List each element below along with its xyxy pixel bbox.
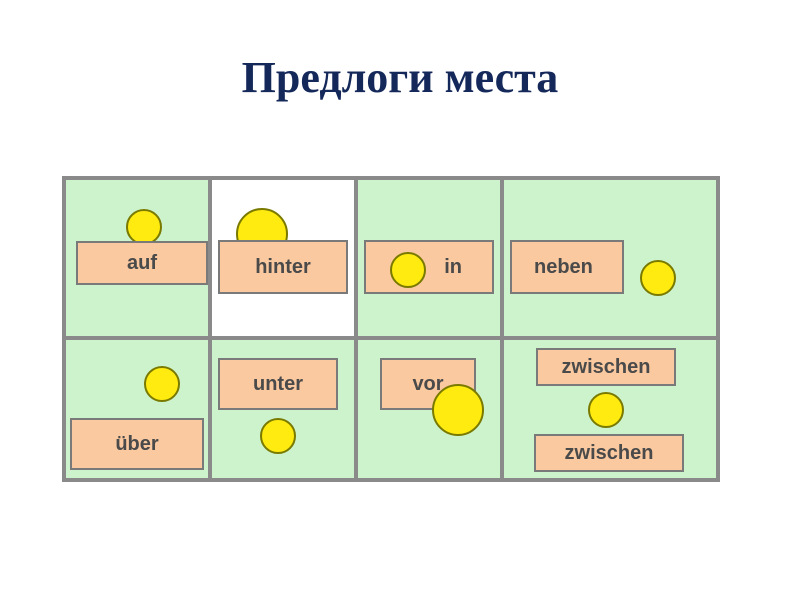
word-box-hinter: hinter: [218, 240, 348, 294]
cell-in: in: [358, 180, 500, 336]
word-box-auf: auf: [76, 241, 208, 285]
ball-icon: [640, 260, 676, 296]
word-box-unter: unter: [218, 358, 338, 410]
cell-auf: auf: [66, 180, 208, 336]
word-box-zwischen-bottom: zwischen: [534, 434, 684, 472]
ball-icon: [432, 384, 484, 436]
word-box-zwischen-top: zwischen: [536, 348, 676, 386]
cell-unter: unter: [212, 340, 354, 478]
cell-ueber: über: [66, 340, 208, 478]
prepositions-grid: auf hinter in neben über unter vor zwisc…: [62, 176, 720, 482]
ball-icon: [126, 209, 162, 245]
cell-zwischen: zwischen zwischen: [504, 340, 716, 478]
cell-vor: vor: [358, 340, 500, 478]
slide-title: Предлоги места: [241, 53, 559, 102]
word-box-in: in: [364, 240, 494, 294]
ball-icon: [390, 252, 426, 288]
ball-icon: [588, 392, 624, 428]
ball-icon: [144, 366, 180, 402]
ball-icon: [260, 418, 296, 454]
word-box-vor: vor: [380, 358, 476, 410]
cell-neben: neben: [504, 180, 716, 336]
word-box-neben: neben: [510, 240, 624, 294]
cell-hinter: hinter: [212, 180, 354, 336]
word-box-ueber: über: [70, 418, 204, 470]
